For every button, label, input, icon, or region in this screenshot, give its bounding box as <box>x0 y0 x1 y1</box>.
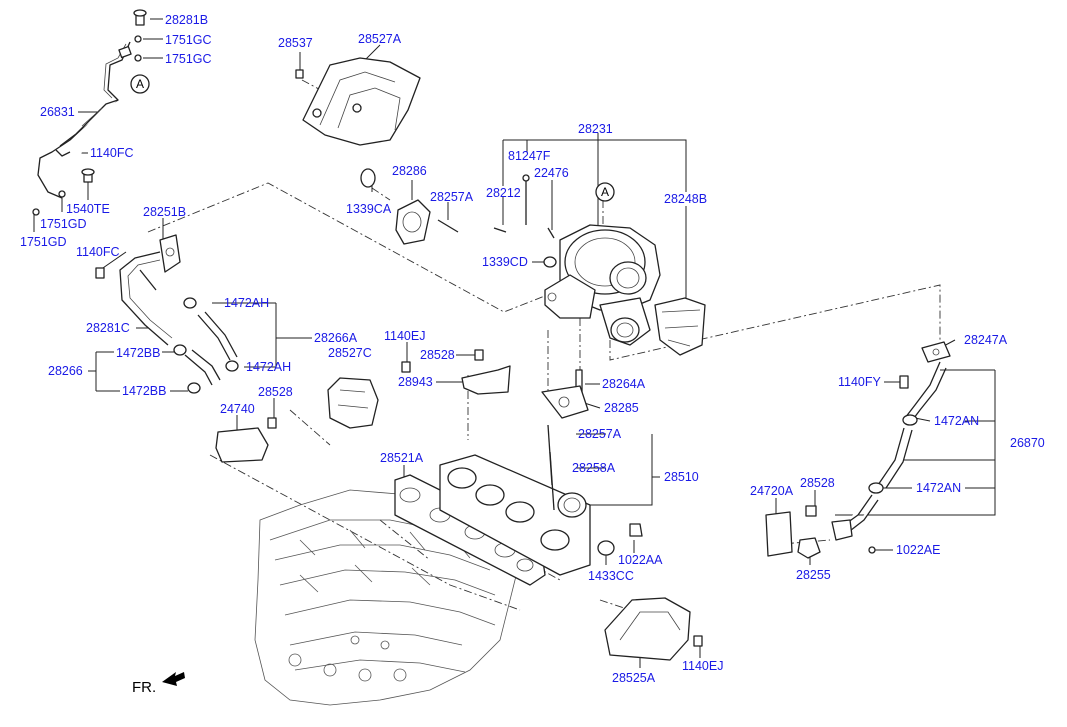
part-label: 28266A <box>314 331 358 345</box>
part-label: 1339CD <box>482 255 528 269</box>
front-direction-indicator: FR. <box>132 672 185 696</box>
egr-pipe-26870 <box>765 341 951 559</box>
callout-a-marker: A <box>136 77 144 91</box>
gasket-and-studs <box>360 168 557 268</box>
part-label: 28528 <box>800 476 835 490</box>
part-label: 28528 <box>258 385 293 399</box>
part-label: 28264A <box>602 377 646 391</box>
part-label: 28285 <box>604 401 639 415</box>
part-label: 1540TE <box>66 202 110 216</box>
part-label: 28527A <box>358 32 402 46</box>
part-label: 28266 <box>48 364 83 378</box>
part-label: 28510 <box>664 470 699 484</box>
part-label: 1140EJ <box>682 659 723 673</box>
part-label: 28281B <box>165 13 208 27</box>
part-label: 28257A <box>430 190 474 204</box>
part-label: 24740 <box>220 402 255 416</box>
part-label: 1140EJ <box>384 329 425 343</box>
part-label: 1472AH <box>224 296 269 310</box>
part-label: 81247F <box>508 149 551 163</box>
part-label: 1751GC <box>165 33 212 47</box>
part-label: 28286 <box>392 164 427 178</box>
part-label: 1751GC <box>165 52 212 66</box>
part-label: 26831 <box>40 105 75 119</box>
part-label: 28251B <box>143 205 186 219</box>
heat-shield-28527A <box>295 57 421 146</box>
part-label: 1751GD <box>20 235 67 249</box>
front-label: FR. <box>132 679 156 696</box>
part-label: 28528 <box>420 348 455 362</box>
part-label: 28255 <box>796 568 831 582</box>
brackets <box>215 349 511 463</box>
part-label: 28527C <box>328 346 372 360</box>
part-label: 24720A <box>750 484 794 498</box>
part-label: 1472AN <box>934 414 979 428</box>
part-label: 1472AN <box>916 481 961 495</box>
part-number-labels: 28281B 1751GC 1751GC 26831 1140FC 1540TE… <box>20 13 1045 685</box>
part-label: 1751GD <box>40 217 87 231</box>
part-label: 1433CC <box>588 569 634 583</box>
part-label: 28257A <box>578 427 622 441</box>
heat-shield-28525A <box>604 597 703 661</box>
part-label: 28521A <box>380 451 424 465</box>
part-label: 28281C <box>86 321 130 335</box>
part-label: 28943 <box>398 375 433 389</box>
part-label: 1022AA <box>618 553 663 567</box>
front-arrow-icon <box>162 672 185 686</box>
part-label: 1472AH <box>246 360 291 374</box>
oil-feed-pipe-26831: A <box>32 9 150 216</box>
part-label: 28258A <box>572 461 616 475</box>
part-label: 1472BB <box>122 384 166 398</box>
part-label: 28248B <box>664 192 707 206</box>
part-label: 1140FC <box>76 245 120 259</box>
oil-return-pipe <box>95 234 239 394</box>
part-label: 22476 <box>534 166 569 180</box>
part-label: 1140FC <box>90 146 134 160</box>
exhaust-manifold-28510 <box>394 369 643 586</box>
part-label: 1140FY <box>838 375 882 389</box>
part-label: 28247A <box>964 333 1008 347</box>
callout-a-marker-2: A <box>601 185 609 199</box>
part-label: 26870 <box>1010 436 1045 450</box>
turbocharger-28231: A <box>544 182 706 356</box>
part-label: 28212 <box>486 186 521 200</box>
part-label: 1472BB <box>116 346 160 360</box>
part-label: 1339CA <box>346 202 392 216</box>
part-label: 28525A <box>612 671 656 685</box>
part-label: 1022AE <box>896 543 940 557</box>
part-label: 28537 <box>278 36 313 50</box>
part-label: 28231 <box>578 122 613 136</box>
leader-lines <box>33 18 996 668</box>
